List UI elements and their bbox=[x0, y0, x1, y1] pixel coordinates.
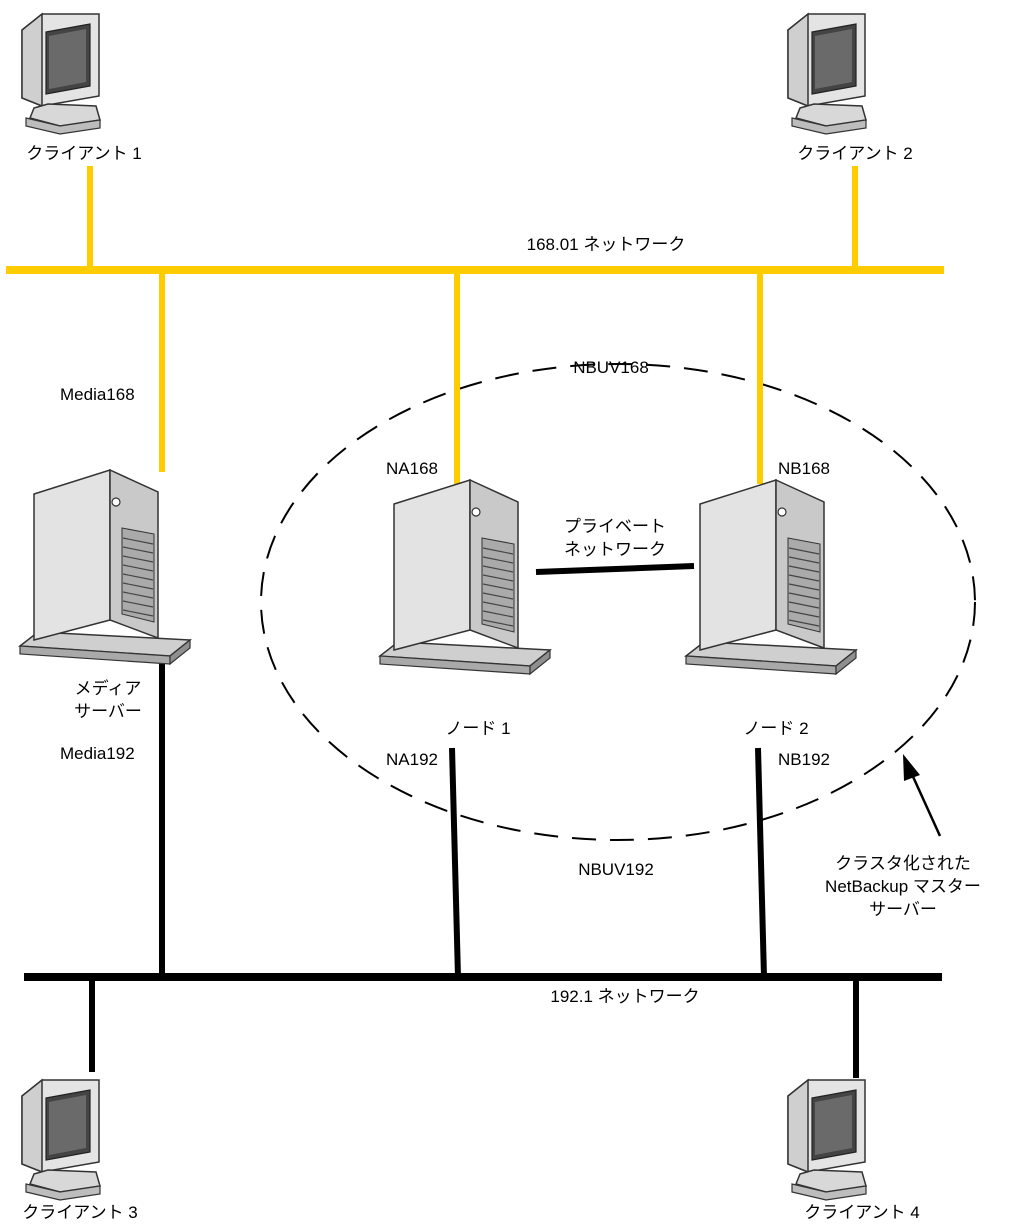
media-server-tower-icon bbox=[19, 469, 191, 665]
private-link-label: プライベート ネットワーク bbox=[564, 517, 666, 559]
client2-monitor-icon bbox=[787, 13, 867, 135]
virtual-public-name: NBUV168 bbox=[573, 358, 649, 377]
client4-label: クライアント 4 bbox=[804, 1203, 920, 1222]
media-server-label: メディア サーバー bbox=[74, 679, 142, 721]
node2-private-link bbox=[755, 747, 767, 978]
cluster-boundary bbox=[260, 363, 976, 841]
node1-private-link bbox=[449, 747, 461, 978]
node2-server-tower-icon bbox=[685, 479, 857, 675]
client3-monitor-icon bbox=[21, 1079, 101, 1201]
client1-label: クライアント 1 bbox=[26, 144, 142, 163]
virtual-private-name: NBUV192 bbox=[578, 860, 654, 879]
client4-monitor-icon bbox=[787, 1079, 867, 1201]
public-network bbox=[6, 166, 944, 484]
media-server-private-ip: Media192 bbox=[60, 744, 135, 763]
cluster-caption: クラスタ化された NetBackup マスター サーバー bbox=[825, 854, 981, 919]
node1-server-tower-icon bbox=[379, 479, 551, 675]
client1-monitor-icon bbox=[21, 13, 101, 135]
node1-label: ノード 1 bbox=[445, 719, 511, 738]
cluster-caption-arrow bbox=[903, 754, 942, 837]
private-network bbox=[24, 563, 942, 1078]
node1-public-ip: NA168 bbox=[386, 459, 438, 478]
node1-private-ip: NA192 bbox=[386, 750, 438, 769]
node2-label: ノード 2 bbox=[743, 719, 809, 738]
private-heartbeat-link bbox=[535, 563, 695, 575]
private-network-label: 192.1 ネットワーク bbox=[550, 987, 700, 1006]
media-server-public-ip: Media168 bbox=[60, 385, 135, 404]
node2-private-ip: NB192 bbox=[778, 750, 830, 769]
client3-label: クライアント 3 bbox=[22, 1203, 138, 1222]
node2-public-ip: NB168 bbox=[778, 459, 830, 478]
client2-label: クライアント 2 bbox=[797, 144, 913, 163]
public-network-label: 168.01 ネットワーク bbox=[526, 235, 686, 254]
